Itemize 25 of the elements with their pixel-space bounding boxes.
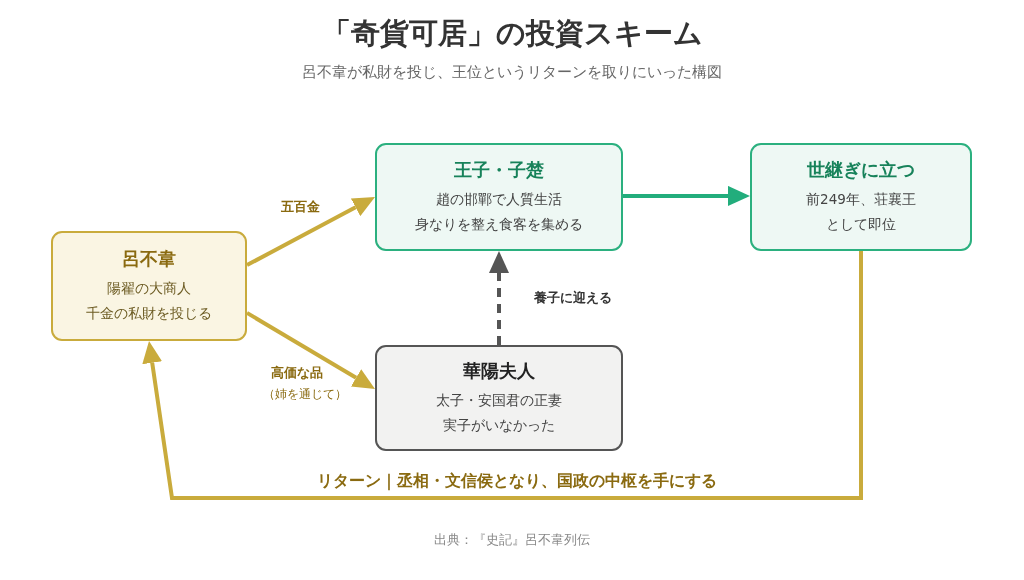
node-heading: 呂不韋 xyxy=(122,246,176,271)
edge-note: （姉を通じて） xyxy=(263,385,347,403)
node-text: 身なりを整え食客を集める xyxy=(415,214,583,234)
info-box xyxy=(375,345,623,451)
node-heading: 世継ぎに立つ xyxy=(807,157,915,182)
node-text: 千金の私財を投じる xyxy=(86,303,212,323)
node-text: 陽翟の大商人 xyxy=(107,278,191,298)
subtitle: 呂不韋が私財を投じ、王位というリターンを取りにいった構図 xyxy=(302,62,722,82)
node-heading: 華陽夫人 xyxy=(463,358,535,383)
dashed-arrow xyxy=(489,251,509,345)
arrow xyxy=(623,185,750,206)
node-text: 実子がいなかった xyxy=(443,415,555,435)
node-heading: 王子・子楚 xyxy=(454,157,544,182)
info-box xyxy=(51,231,247,341)
diagram-title: 「奇貨可居」の投資スキーム xyxy=(321,15,703,52)
info-box xyxy=(750,143,972,251)
source-note: 出典：『史記』呂不韋列伝 xyxy=(434,531,590,549)
node-text: 太子・安国君の正妻 xyxy=(436,390,562,410)
arrow xyxy=(142,251,863,500)
info-box xyxy=(375,143,623,251)
node-text: 趙の邯鄲で人質生活 xyxy=(436,189,562,209)
arrow xyxy=(245,311,375,390)
arrow xyxy=(246,196,375,267)
node-text: 前249年、荘襄王として即位 xyxy=(805,189,917,234)
edge-label: 高価な品 xyxy=(268,363,326,383)
